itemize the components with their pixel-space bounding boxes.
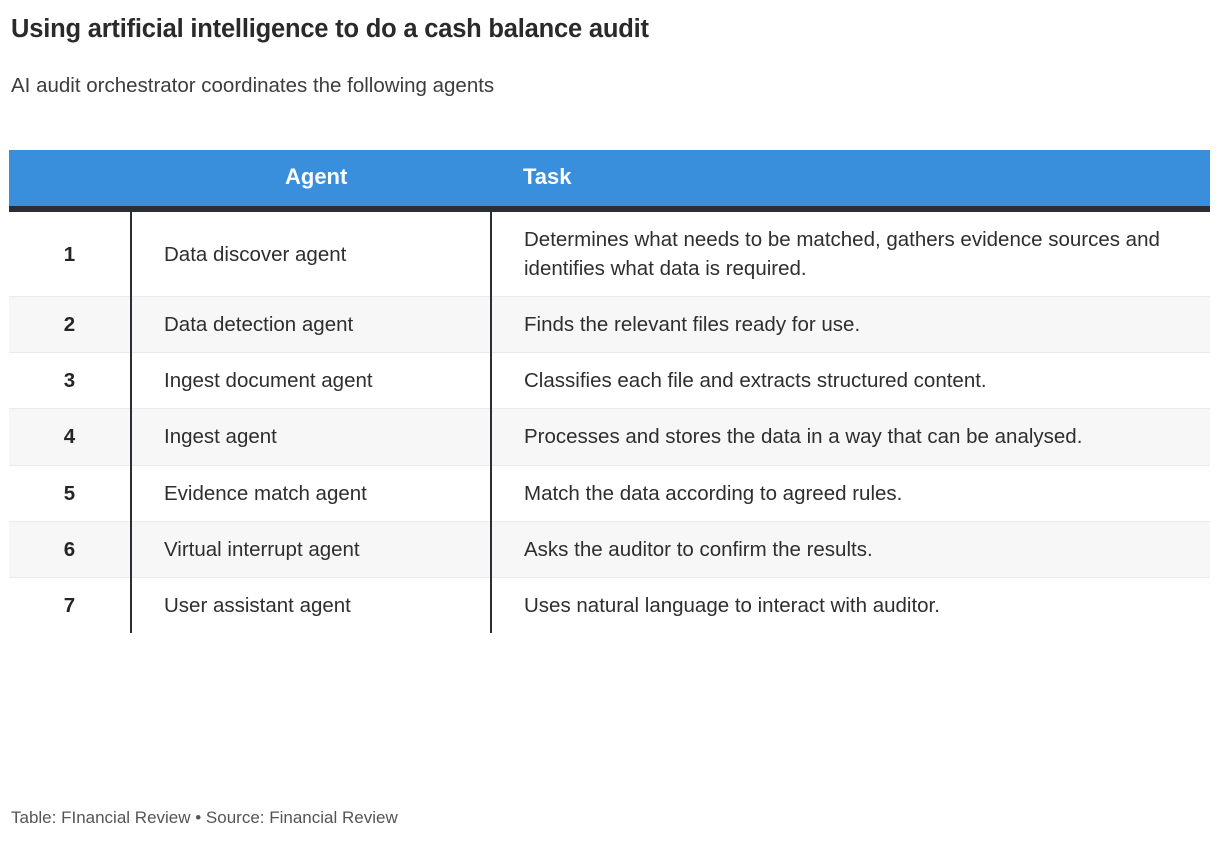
cell-task-description: Asks the auditor to confirm the results. bbox=[490, 520, 1210, 578]
column-header-agent: Agent bbox=[131, 150, 491, 206]
cell-agent-name: Data detection agent bbox=[130, 296, 491, 353]
header-rule-bar bbox=[9, 206, 1210, 212]
cell-task-description: Processes and stores the data in a way t… bbox=[490, 408, 1210, 466]
cell-row-number: 3 bbox=[9, 352, 131, 409]
cell-agent-name: Ingest document agent bbox=[130, 352, 491, 409]
cell-row-number: 5 bbox=[9, 464, 131, 522]
page-subtitle: AI audit orchestrator coordinates the fo… bbox=[11, 74, 495, 97]
source-note: Table: FInancial Review • Source: Financ… bbox=[11, 808, 398, 827]
cell-task-description: Match the data according to agreed rules… bbox=[490, 464, 1210, 522]
cell-task-description: Determines what needs to be matched, gat… bbox=[490, 212, 1210, 297]
page-title: Using artificial intelligence to do a ca… bbox=[11, 15, 649, 43]
column-header-task: Task bbox=[491, 150, 1210, 206]
cell-row-number: 1 bbox=[9, 212, 131, 297]
cell-agent-name: Ingest agent bbox=[130, 408, 491, 466]
cell-row-number: 7 bbox=[9, 576, 131, 633]
header-bottom-rule bbox=[9, 206, 1210, 212]
cell-task-description: Uses natural language to interact with a… bbox=[490, 576, 1210, 633]
cell-row-number: 4 bbox=[9, 408, 131, 466]
table-header: Agent Task bbox=[9, 150, 1210, 212]
table-header-row: Agent Task bbox=[9, 150, 1210, 206]
cell-agent-name: Data discover agent bbox=[130, 212, 491, 297]
cell-row-number: 2 bbox=[9, 296, 131, 353]
cell-agent-name: Evidence match agent bbox=[130, 464, 491, 522]
cell-row-number: 6 bbox=[9, 520, 131, 578]
cell-task-description: Finds the relevant files ready for use. bbox=[490, 296, 1210, 353]
cell-agent-name: User assistant agent bbox=[130, 576, 491, 633]
cell-agent-name: Virtual interrupt agent bbox=[130, 520, 491, 578]
cell-task-description: Classifies each file and extracts struct… bbox=[490, 352, 1210, 409]
column-header-number bbox=[9, 150, 131, 206]
